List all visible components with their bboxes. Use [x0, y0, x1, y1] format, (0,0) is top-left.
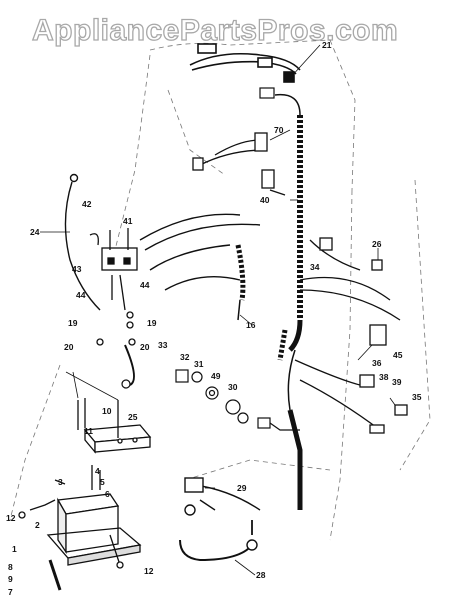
- callout-12-a: 12: [6, 513, 16, 523]
- callout-21: 21: [322, 40, 332, 50]
- callout-12-b: 12: [144, 566, 154, 576]
- battery-assembly: [46, 424, 152, 566]
- callout-30: 30: [228, 382, 238, 392]
- callout-49: 49: [211, 371, 221, 381]
- callout-26: 26: [372, 239, 382, 249]
- callout-28: 28: [256, 570, 266, 580]
- callout-10: 10: [102, 406, 112, 416]
- callout-43: 43: [72, 264, 82, 274]
- main-coiled-harness: [235, 87, 303, 510]
- callout-8: 8: [8, 562, 13, 572]
- callout-20-a: 20: [64, 342, 74, 352]
- callout-32: 32: [180, 352, 190, 362]
- callout-29: 29: [237, 483, 247, 493]
- callout-5: 5: [100, 477, 105, 487]
- callout-70: 70: [274, 125, 284, 135]
- callout-7: 7: [8, 587, 13, 597]
- callout-40: 40: [260, 195, 270, 205]
- right-harness: [294, 237, 408, 434]
- callout-11: 11: [84, 426, 93, 436]
- callout-39: 39: [392, 377, 402, 387]
- callout-31: 31: [194, 359, 204, 369]
- left-harness: [64, 173, 261, 311]
- lower-cable-28: [179, 477, 261, 562]
- callout-25: 25: [128, 412, 138, 422]
- cable-25: [121, 344, 135, 389]
- callout-33: 33: [158, 340, 168, 350]
- callout-6: 6: [105, 489, 110, 499]
- callout-24: 24: [30, 227, 40, 237]
- callout-41: 41: [123, 216, 133, 226]
- callout-45: 45: [393, 350, 403, 360]
- callout-1: 1: [12, 544, 17, 554]
- callout-42: 42: [82, 199, 92, 209]
- callout-44-a: 44: [76, 290, 86, 300]
- callout-19-a: 19: [68, 318, 78, 328]
- upper-connectors: [192, 132, 286, 196]
- ignition-parts: [175, 369, 300, 431]
- callout-36: 36: [372, 358, 382, 368]
- callout-3: 3: [58, 477, 63, 487]
- watermark-text: AppliancePartsPros.com: [31, 13, 399, 47]
- chassis-outline: [9, 39, 431, 541]
- callout-labels: 21 70 40 42 41 24 26 34 43 44 44 19 19 1…: [6, 40, 422, 597]
- battery-cables: [18, 398, 124, 591]
- top-harness: [189, 43, 301, 83]
- callout-35: 35: [412, 392, 422, 402]
- callout-19-b: 19: [147, 318, 157, 328]
- callout-20-b: 20: [140, 342, 150, 352]
- callout-9: 9: [8, 574, 13, 584]
- callout-4: 4: [95, 466, 100, 476]
- callout-44-b: 44: [140, 280, 150, 290]
- callout-16: 16: [246, 320, 256, 330]
- callout-38: 38: [379, 372, 389, 382]
- callout-34: 34: [310, 262, 320, 272]
- callout-2: 2: [35, 520, 40, 530]
- leader-lines: [40, 44, 396, 576]
- solenoid-assembly: [89, 228, 138, 346]
